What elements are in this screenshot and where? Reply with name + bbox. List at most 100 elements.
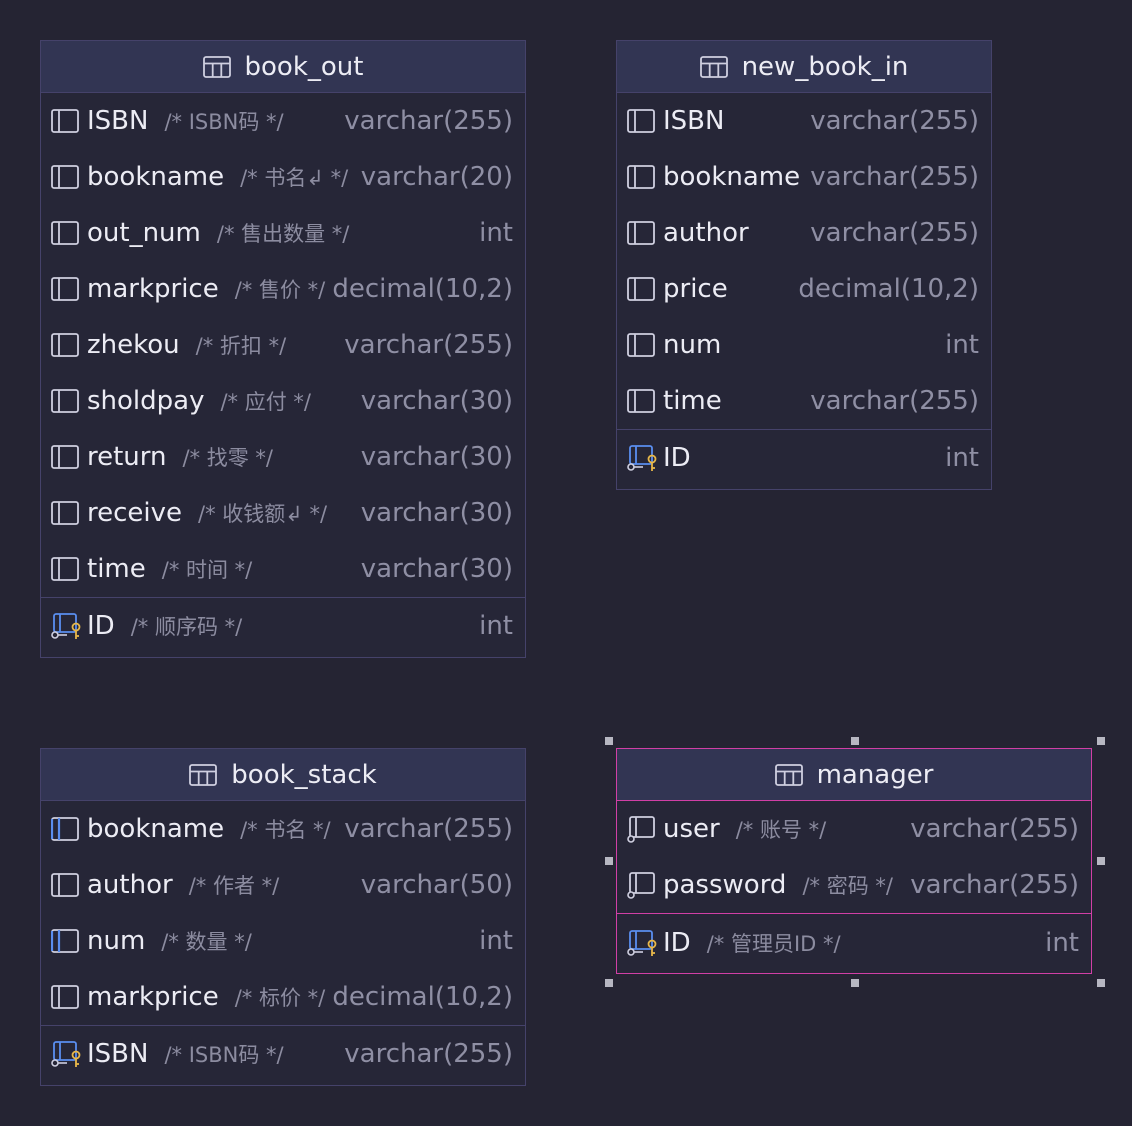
resize-handle-bottom-left[interactable] bbox=[605, 979, 613, 987]
column-comment: /* 数量 */ bbox=[161, 930, 252, 954]
primary-key-row[interactable]: ISBN /* ISBN码 */ varchar(255) bbox=[41, 1025, 525, 1082]
table-title: book_out bbox=[244, 51, 364, 82]
column-row[interactable]: ISBN /* ISBN码 */ varchar(255) bbox=[41, 93, 525, 149]
resize-handle-right[interactable] bbox=[1097, 857, 1105, 865]
column-type: varchar(255) bbox=[344, 1039, 513, 1069]
primary-key-row[interactable]: ID /* 顺序码 */ int bbox=[41, 597, 525, 654]
table-book-stack[interactable]: book_stack bookname /* 书名 */ varchar(255… bbox=[40, 748, 526, 1086]
column-comment: /* 应付 */ bbox=[220, 390, 311, 414]
column-row[interactable]: ISBN varchar(255) bbox=[617, 93, 991, 149]
column-row[interactable]: author varchar(255) bbox=[617, 205, 991, 261]
table-title: manager bbox=[816, 759, 934, 790]
table-header[interactable]: book_stack bbox=[41, 749, 525, 801]
table-icon bbox=[774, 763, 803, 786]
column-name: user bbox=[663, 814, 720, 844]
table-title: book_stack bbox=[231, 759, 377, 790]
column-row[interactable]: price decimal(10,2) bbox=[617, 261, 991, 317]
table-header[interactable]: new_book_in bbox=[617, 41, 991, 93]
column-name: ISBN bbox=[87, 106, 149, 136]
column-type: varchar(30) bbox=[360, 554, 513, 584]
column-name: author bbox=[87, 870, 173, 900]
column-icon bbox=[51, 445, 87, 469]
column-row[interactable]: zhekou /* 折扣 */ varchar(255) bbox=[41, 317, 525, 373]
column-icon bbox=[51, 557, 87, 581]
column-row[interactable]: bookname /* 书名↲ */ varchar(20) bbox=[41, 149, 525, 205]
resize-handle-top-right[interactable] bbox=[1097, 737, 1105, 745]
column-icon bbox=[51, 985, 87, 1009]
resize-handle-bottom-right[interactable] bbox=[1097, 979, 1105, 987]
column-comment: /* 管理员ID */ bbox=[706, 931, 841, 956]
column-row[interactable]: receive /* 收钱额↲ */ varchar(30) bbox=[41, 485, 525, 541]
primary-key-row[interactable]: ID /* 管理员ID */ int bbox=[617, 913, 1091, 971]
column-icon bbox=[627, 333, 663, 357]
column-icon bbox=[51, 165, 87, 189]
column-comment: /* 售出数量 */ bbox=[216, 222, 350, 246]
column-row[interactable]: num int bbox=[617, 317, 991, 373]
column-name: ID bbox=[663, 443, 691, 473]
column-row[interactable]: time /* 时间 */ varchar(30) bbox=[41, 541, 525, 597]
column-icon bbox=[627, 109, 663, 133]
column-row[interactable]: password /* 密码 */ varchar(255) bbox=[617, 857, 1091, 913]
table-manager[interactable]: manager user /* 账号 */ varchar(255) passw… bbox=[616, 748, 1092, 974]
column-name: ISBN bbox=[87, 1039, 149, 1069]
column-icon bbox=[627, 165, 663, 189]
column-name: author bbox=[663, 218, 749, 248]
column-icon bbox=[51, 109, 87, 133]
column-name: sholdpay bbox=[87, 386, 205, 416]
table-new-book-in[interactable]: new_book_in ISBN varchar(255) bookname v… bbox=[616, 40, 992, 490]
column-comment: /* 折扣 */ bbox=[195, 334, 287, 358]
column-row[interactable]: num /* 数量 */ int bbox=[41, 913, 525, 969]
table-header[interactable]: manager bbox=[617, 749, 1091, 801]
column-row[interactable]: bookname varchar(255) bbox=[617, 149, 991, 205]
column-comment: /* 标价 */ bbox=[234, 986, 326, 1010]
column-type: varchar(255) bbox=[344, 106, 513, 136]
resize-handle-bottom[interactable] bbox=[851, 979, 859, 987]
column-row[interactable]: out_num /* 售出数量 */ int bbox=[41, 205, 525, 261]
primary-key-icon bbox=[627, 929, 663, 957]
column-type: int bbox=[945, 443, 979, 473]
column-notnull-icon bbox=[627, 871, 663, 899]
column-fk-icon bbox=[51, 929, 87, 953]
column-name: return bbox=[87, 442, 167, 472]
column-type: int bbox=[1045, 927, 1079, 958]
column-name: ISBN bbox=[663, 106, 725, 136]
column-type: int bbox=[479, 611, 513, 641]
column-type: varchar(50) bbox=[360, 870, 513, 900]
column-type: decimal(10,2) bbox=[332, 274, 513, 304]
column-type: decimal(10,2) bbox=[332, 982, 513, 1012]
column-row[interactable]: author /* 作者 */ varchar(50) bbox=[41, 857, 525, 913]
column-comment: /* 收钱额↲ */ bbox=[198, 502, 328, 526]
column-row[interactable]: user /* 账号 */ varchar(255) bbox=[617, 801, 1091, 857]
resize-handle-top-left[interactable] bbox=[605, 737, 613, 745]
column-row[interactable]: bookname /* 书名 */ varchar(255) bbox=[41, 801, 525, 857]
column-icon bbox=[627, 221, 663, 245]
column-type: varchar(30) bbox=[360, 386, 513, 416]
column-row[interactable]: time varchar(255) bbox=[617, 373, 991, 429]
column-type: varchar(255) bbox=[810, 218, 979, 248]
column-icon bbox=[51, 389, 87, 413]
column-type: varchar(255) bbox=[810, 386, 979, 416]
primary-key-icon bbox=[627, 444, 663, 472]
column-type: varchar(255) bbox=[810, 106, 979, 136]
column-name: ID bbox=[87, 611, 115, 641]
column-fk-icon bbox=[51, 817, 87, 841]
column-notnull-icon bbox=[627, 815, 663, 843]
resize-handle-left[interactable] bbox=[605, 857, 613, 865]
table-header[interactable]: book_out bbox=[41, 41, 525, 93]
column-comment: /* ISBN码 */ bbox=[164, 1043, 284, 1067]
table-title: new_book_in bbox=[741, 51, 909, 82]
column-row[interactable]: markprice /* 标价 */ decimal(10,2) bbox=[41, 969, 525, 1025]
column-type: varchar(255) bbox=[344, 330, 513, 360]
column-name: num bbox=[663, 330, 722, 360]
column-row[interactable]: markprice /* 售价 */ decimal(10,2) bbox=[41, 261, 525, 317]
column-name: time bbox=[87, 554, 146, 584]
column-type: decimal(10,2) bbox=[798, 274, 979, 304]
column-row[interactable]: sholdpay /* 应付 */ varchar(30) bbox=[41, 373, 525, 429]
primary-key-row[interactable]: ID int bbox=[617, 429, 991, 486]
column-icon bbox=[51, 221, 87, 245]
column-icon bbox=[51, 333, 87, 357]
column-type: varchar(30) bbox=[360, 498, 513, 528]
column-row[interactable]: return /* 找零 */ varchar(30) bbox=[41, 429, 525, 485]
resize-handle-top[interactable] bbox=[851, 737, 859, 745]
table-book-out[interactable]: book_out ISBN /* ISBN码 */ varchar(255) b… bbox=[40, 40, 526, 658]
